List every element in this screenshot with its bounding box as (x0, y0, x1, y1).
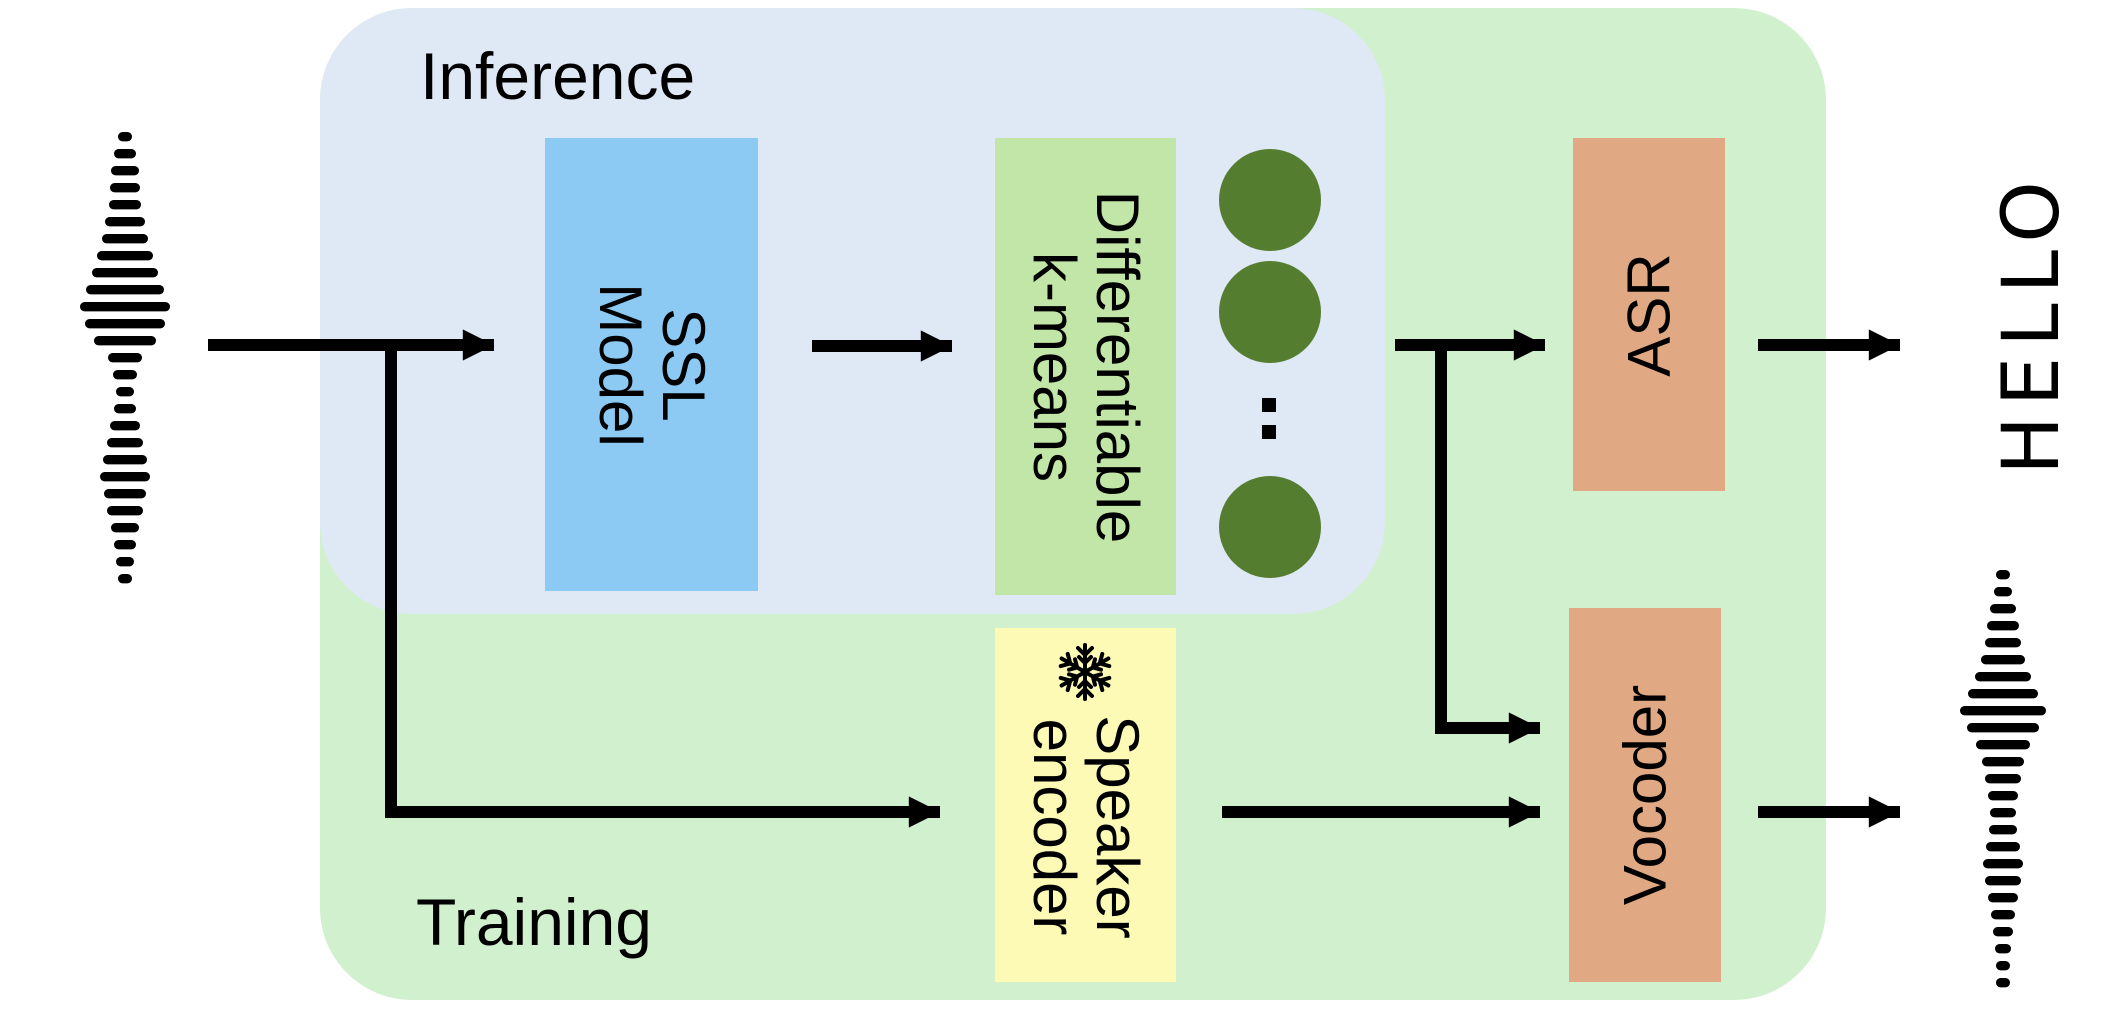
arrow-input-to-speaker (385, 345, 940, 828)
waveform-bar (104, 489, 146, 499)
ellipsis-dot (1262, 425, 1276, 439)
waveform-bar (86, 285, 164, 295)
snowflake-icon (1056, 643, 1114, 701)
waveform-bar (85, 319, 165, 329)
waveform-icon (80, 132, 170, 584)
waveform-bar (103, 455, 147, 465)
ssl-model-block: SSL Model (545, 138, 758, 591)
waveform-bar (1967, 723, 2039, 733)
waveform-bar (114, 404, 136, 414)
waveform-bar (108, 353, 142, 363)
speaker-encoder-block: Speaker encoder (995, 628, 1176, 982)
waveform-icon (1960, 570, 2046, 988)
waveform-bar (94, 336, 156, 346)
waveform-bar (1981, 655, 2025, 665)
waveform-bar (100, 472, 150, 482)
waveform-bar (1988, 893, 2018, 903)
cluster-dot (1219, 149, 1321, 251)
waveform-bar (92, 268, 158, 278)
waveform-bar (1975, 672, 2031, 682)
waveform-bar (1994, 587, 2012, 597)
waveform-bar (1988, 791, 2018, 801)
waveform-bar (1968, 689, 2038, 699)
waveform-bar (97, 251, 153, 261)
waveform-bar (113, 370, 137, 380)
waveform-bar (1985, 638, 2021, 648)
waveform-bar (1993, 927, 2013, 937)
waveform-bar (109, 200, 141, 210)
waveform-bar (114, 540, 136, 550)
waveform-bar (116, 387, 134, 397)
waveform-bar (111, 523, 139, 533)
asr-output-text: HELLO (1987, 171, 2077, 475)
asr-block: ASR (1573, 138, 1725, 491)
waveform-bar (118, 132, 132, 142)
waveform-bar (1996, 978, 2010, 988)
waveform-bar (1996, 961, 2010, 971)
waveform-bar (1982, 757, 2024, 767)
waveform-bar (1995, 944, 2011, 954)
waveform-bar (1996, 570, 2010, 580)
kmeans-block: Differentiable k-means (995, 138, 1176, 595)
waveform-bar (118, 574, 132, 584)
waveform-bar (1985, 876, 2021, 886)
training-label: Training (416, 885, 652, 959)
waveform-bar (111, 166, 139, 176)
waveform-bar (114, 149, 136, 159)
inference-label: Inference (420, 39, 696, 113)
waveform-bar (107, 438, 143, 448)
inference-region (320, 8, 1385, 614)
waveform-bar (1983, 859, 2023, 869)
waveform-bar (110, 183, 140, 193)
ellipsis-dot (1262, 398, 1276, 412)
waveform-bar (1987, 621, 2019, 631)
cluster-dot (1219, 261, 1321, 363)
waveform-bar (1976, 740, 2030, 750)
waveform-bar (116, 557, 134, 567)
waveform-bar (1991, 910, 2015, 920)
cluster-centroids (1219, 149, 1321, 578)
arrow-kmeans-to-vocoder (1435, 345, 1540, 744)
waveform-bar (1986, 842, 2020, 852)
waveform-bar (80, 302, 170, 312)
waveform-bar (1960, 706, 2046, 716)
waveform-bar (1990, 604, 2016, 614)
vocoder-block: Vocoder (1569, 608, 1721, 982)
waveform-bar (1989, 825, 2017, 835)
cluster-dot (1219, 476, 1321, 578)
waveform-bar (102, 234, 148, 244)
waveform-bar (1990, 808, 2016, 818)
waveform-bar (107, 506, 143, 516)
waveform-bar (105, 217, 145, 227)
waveform-bar (110, 421, 140, 431)
waveform-bar (1985, 774, 2021, 784)
